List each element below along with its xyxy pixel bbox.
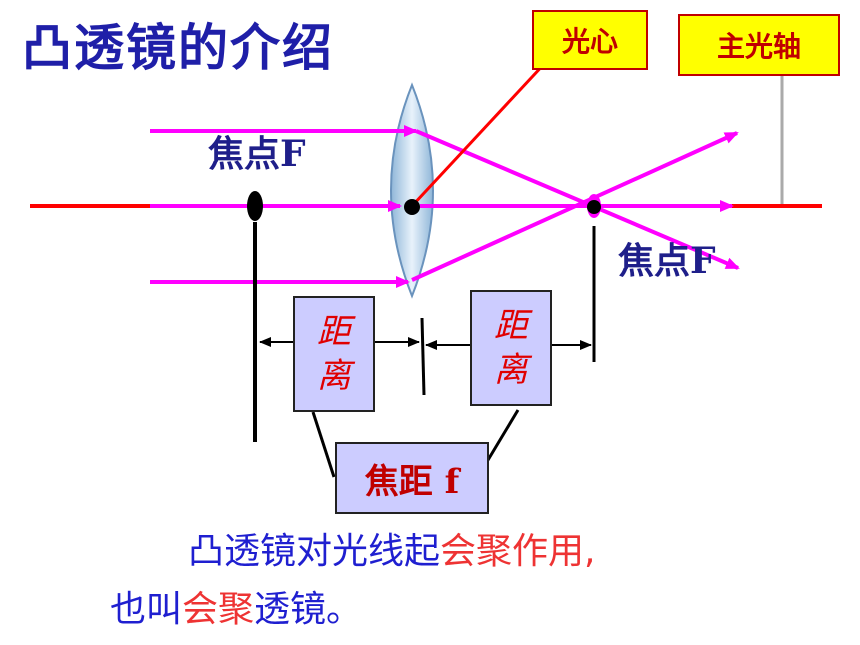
distance-box-left: 距 离 [293,296,375,412]
distance-box-right: 距 离 [470,290,552,406]
principal-axis-label: 主光轴 [678,14,840,76]
distance-left-char2: 离 [317,356,351,396]
optical-center-leader [410,60,548,208]
distance-right-char2: 离 [494,350,528,390]
caption-1-part-1: 凸透镜对光线起 [188,531,441,572]
caption-line-1: 凸透镜对光线起会聚作用, [188,522,595,574]
optical-center-point [404,199,420,215]
bracket-left [311,411,336,478]
caption-1-part-2: 会聚作用 [440,531,585,572]
principal-axis-text: 主光轴 [716,30,801,63]
caption-2-part-1: 也叫 [110,589,183,630]
focus-right-point-core [587,200,601,214]
distance-right-char1: 距 [494,306,528,346]
caption-2-part-2: 会聚 [182,589,255,630]
distance-left-char1: 距 [317,312,351,352]
convex-lens [390,82,434,299]
caption-1-part-3: , [584,531,596,572]
focal-length-text: 焦距 f [364,461,460,502]
ray-bottom-refracted [411,131,739,282]
page-title: 凸透镜的介绍 [22,19,334,77]
caption-2-part-3: 透镜。 [254,589,363,630]
focus-left-point [247,191,263,221]
lens-center-marker [420,317,426,396]
focal-length-box: 焦距 f [335,442,489,514]
caption-line-2: 也叫会聚透镜。 [110,580,362,632]
focus-left-label: 焦点F [208,133,306,175]
optical-center-label: 光心 [532,10,648,70]
ray-top-refracted [415,129,740,270]
focus-right-label: 焦点F [618,240,716,282]
optical-center-text: 光心 [561,25,618,58]
